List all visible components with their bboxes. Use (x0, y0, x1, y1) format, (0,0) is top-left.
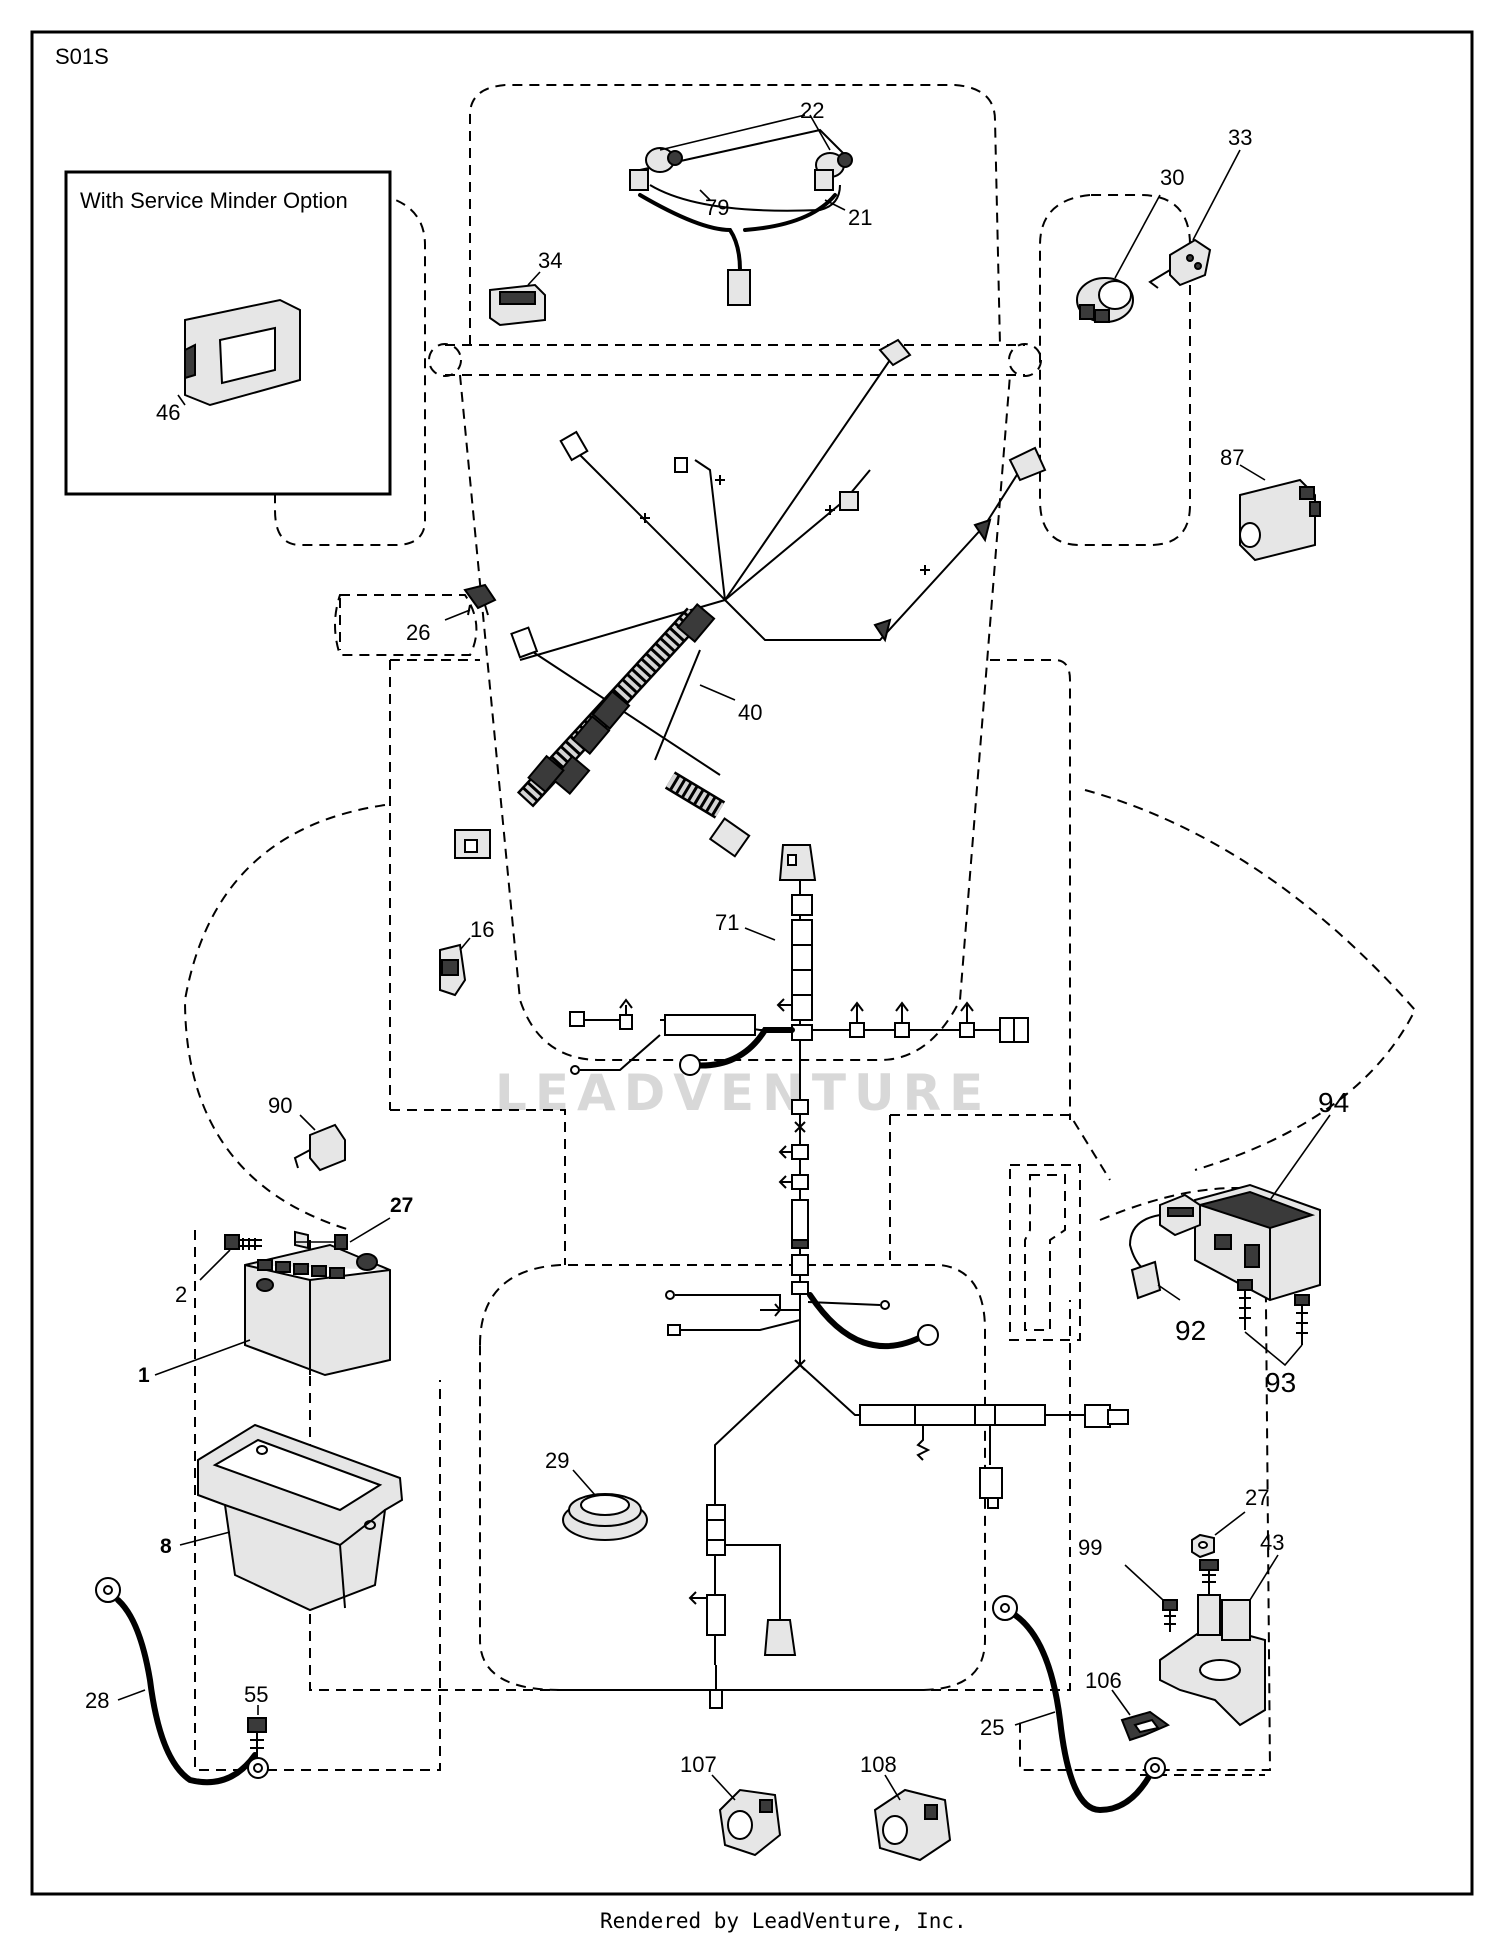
headlight-icon (629, 128, 853, 306)
ignition-switch-icon (1076, 277, 1134, 323)
callout-94: 94 (1318, 1087, 1349, 1118)
battery-icon (244, 1243, 391, 1377)
callout-22: 22 (800, 98, 824, 123)
callout-30: 30 (1160, 165, 1184, 190)
switch-icon (489, 283, 546, 327)
lower-harness-icon (665, 1290, 1129, 1709)
callout-79: 79 (705, 195, 729, 220)
wire-harness-icon (454, 338, 1047, 859)
connector-16-icon (439, 943, 467, 997)
callout-2: 2 (175, 1282, 187, 1307)
service-minder-icon (184, 298, 301, 407)
callout-46: 46 (156, 400, 180, 425)
bolt-55-icon (247, 1717, 267, 1758)
fuse-icon (463, 583, 497, 616)
screws-93-icon (1237, 1279, 1310, 1345)
switch-107-icon (718, 1788, 782, 1857)
diagram-code: S01S (55, 44, 109, 69)
callout-21: 21 (848, 205, 872, 230)
callout-55: 55 (244, 1682, 268, 1707)
grommet-icon (562, 1493, 648, 1541)
callout-92: 92 (1175, 1315, 1206, 1346)
callout-99: 99 (1078, 1535, 1102, 1560)
tractor-outline (183, 84, 1417, 1776)
nut-icon (1191, 1533, 1215, 1559)
relay-icon (1239, 478, 1321, 562)
clip-icon (1120, 1710, 1171, 1742)
callout-27b: 27 (1245, 1485, 1269, 1510)
module-icon (1159, 1183, 1321, 1302)
connector-90-icon (293, 1123, 346, 1172)
key-icon (1148, 238, 1212, 289)
callout-40: 40 (738, 700, 762, 725)
footer-credit: Rendered by LeadVenture, Inc. (600, 1909, 967, 1933)
callout-29: 29 (545, 1448, 569, 1473)
battery-tray-icon (197, 1423, 404, 1612)
callout-25: 25 (980, 1715, 1004, 1740)
diagram-border (30, 30, 1474, 1896)
callout-16: 16 (470, 917, 494, 942)
callout-8: 8 (160, 1535, 172, 1558)
inset-title: With Service Minder Option (80, 188, 348, 213)
callout-26: 26 (406, 620, 430, 645)
callout-27a: 27 (390, 1194, 413, 1217)
callout-28: 28 (85, 1688, 109, 1713)
sub-harness-icon (569, 844, 1029, 1300)
watermark: LEADVENTURE (495, 1064, 991, 1122)
switch-108-icon (873, 1788, 952, 1862)
callout-107: 107 (680, 1752, 717, 1777)
callout-43: 43 (1260, 1530, 1284, 1555)
solenoid-icon (1159, 1559, 1266, 1727)
connector-92-icon (1128, 1214, 1162, 1300)
callout-106: 106 (1085, 1668, 1122, 1693)
callout-71: 71 (715, 910, 739, 935)
ground-cable-icon (992, 1595, 1166, 1814)
callout-108: 108 (860, 1752, 897, 1777)
callout-34: 34 (538, 248, 562, 273)
callout-33: 33 (1228, 125, 1252, 150)
cable-icon (95, 1577, 269, 1786)
service-minder-inset: With Service Minder Option 46 (64, 170, 392, 496)
callout-93: 93 (1265, 1367, 1296, 1398)
callout-90: 90 (268, 1093, 292, 1118)
screw-icon (1162, 1599, 1178, 1632)
callout-1: 1 (138, 1364, 150, 1387)
callout-87: 87 (1220, 445, 1244, 470)
